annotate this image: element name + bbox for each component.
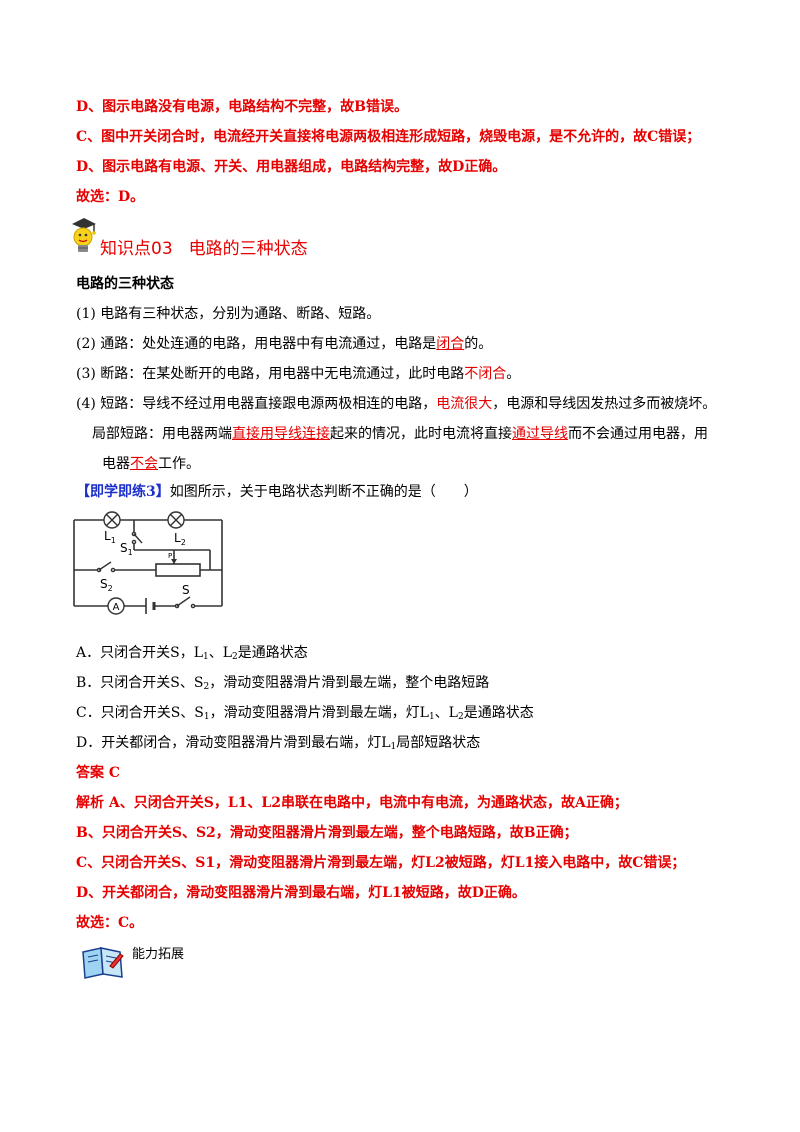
battery-icon: [145, 598, 156, 614]
exercise-question: 如图所示，关于电路状态判断不正确的是（ ）: [169, 484, 478, 500]
ability-heading: 能力拓展: [132, 947, 185, 962]
top-line-4: 故选：D。: [76, 189, 145, 205]
analysis-line-4: D、开关都闭合，滑动变阻器滑片滑到最右端，灯L1被短路，故D正确。: [76, 885, 526, 901]
analysis-line-1: 解析 A、只闭合开关S，L1、L2串联在电路中，电流中有电流，为通路状态，故A正…: [76, 795, 628, 811]
svg-text:A: A: [113, 602, 120, 613]
rheostat-icon: [155, 563, 201, 577]
final-answer: 故选：C。: [76, 915, 144, 931]
lamp-l2-icon: [167, 511, 185, 529]
analysis-line-2: B、只闭合开关S、S2，滑动变阻器滑片滑到最左端，整个电路短路，故B正确；: [76, 825, 578, 841]
label-p: P: [168, 552, 172, 560]
book-icon: [82, 947, 124, 979]
keyword-large-current: 电流很大: [436, 396, 493, 412]
point-1: (1) 电路有三种状态，分别为通路、断路、短路。: [76, 306, 381, 322]
top-line-3: D、图示电路有电源、开关、用电器组成，电路结构完整，故D正确。: [76, 159, 507, 175]
keyword-will-not: 不会: [130, 456, 158, 472]
point-4: (4) 短路：导线不经过用电器直接跟电源两极相连的电路，电流很大，电源和导线因发…: [76, 396, 717, 412]
lamp-l1-icon: [103, 511, 121, 529]
exercise-line: 【即学即练3】如图所示，关于电路状态判断不正确的是（ ）: [76, 482, 478, 502]
keyword-direct-wire: 直接用导线连接: [232, 426, 330, 442]
exercise-tag: 【即学即练3】: [76, 484, 170, 500]
knowledge-point-title: 电路的三种状态: [188, 239, 308, 259]
switch-s1-icon: [131, 531, 143, 545]
option-a: A．只闭合开关S，L1、L2是通路状态: [76, 645, 308, 662]
switch-s-icon: [174, 596, 196, 609]
top-line-1: D、图示电路没有电源，电路结构不完整，故B错误。: [76, 99, 408, 115]
answer: 答案 C: [76, 765, 121, 781]
switch-s2-icon: [96, 561, 116, 573]
point-6: 电器不会工作。: [102, 456, 200, 472]
section-title: 电路的三种状态: [76, 276, 174, 292]
knowledge-point-heading: 知识点03 电路的三种状态: [100, 234, 308, 259]
keyword-not-closed: 不闭合: [464, 366, 507, 382]
top-line-2: C、图中开关闭合时，电流经开关直接将电源两极相连形成短路，烧毁电源，是不允许的，…: [76, 129, 701, 145]
mascot-icon: [72, 218, 96, 252]
option-c: C．只闭合开关S、S1，滑动变阻器滑片滑到最左端，灯L1、L2是通路状态: [76, 705, 534, 722]
circuit-diagram: A L1 S1 L2 P S2 S: [73, 511, 223, 615]
label-s2: S2: [100, 577, 113, 593]
label-s: S: [182, 583, 190, 597]
slider-arrow-icon: [171, 559, 177, 564]
option-b: B．只闭合开关S、S2，滑动变阻器滑片滑到最左端，整个电路短路: [76, 675, 490, 692]
point-5: 局部短路：用电器两端直接用导线连接起来的情况，此时电流将直接通过导线而不会通过用…: [92, 426, 708, 442]
label-l2: L2: [174, 531, 186, 547]
keyword-closed: 闭合: [436, 336, 465, 352]
knowledge-point-code: 知识点03: [100, 239, 173, 259]
label-s1: S1: [120, 541, 133, 557]
point-2: (2) 通路：处处连通的电路，用电器中有电流通过，电路是闭合的。: [76, 336, 493, 352]
label-l1: L1: [104, 529, 116, 545]
point-3: (3) 断路：在某处断开的电路，用电器中无电流通过，此时电路不闭合。: [76, 366, 521, 382]
analysis-line-3: C、只闭合开关S、S1，滑动变阻器滑片滑到最左端，灯L2被短路，灯L1接入电路中…: [76, 855, 686, 871]
option-d: D．开关都闭合，滑动变阻器滑片滑到最右端，灯L1局部短路状态: [76, 735, 481, 752]
ammeter-icon: A: [107, 597, 125, 615]
keyword-through-wire: 通过导线: [512, 426, 568, 442]
